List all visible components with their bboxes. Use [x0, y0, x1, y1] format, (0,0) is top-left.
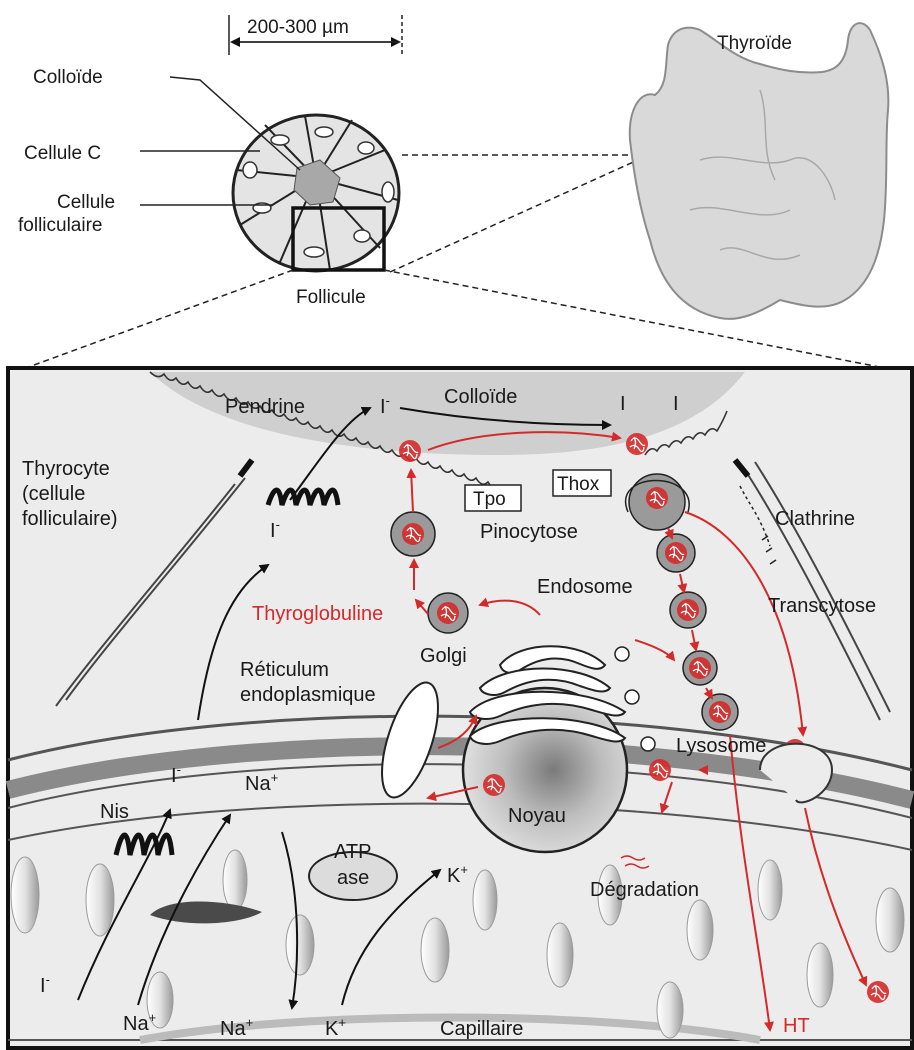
follicular-cell-label-1: Cellule	[57, 192, 115, 213]
iodine-left-label: I	[620, 393, 626, 415]
tpo-label: Tpo	[473, 489, 506, 510]
c-cell-label: Cellule C	[24, 143, 101, 164]
capillaire-label: Capillaire	[440, 1018, 523, 1040]
degradation-label: Dégradation	[590, 879, 699, 901]
thyrocyte-label-1: Thyrocyte	[22, 458, 110, 480]
reticulum-label-2: endoplasmique	[240, 684, 376, 706]
lysosome-label: Lysosome	[676, 735, 766, 757]
follicle-label: Follicule	[296, 287, 366, 308]
ht-label: HT	[783, 1015, 810, 1037]
thyroglobuline-label: Thyroglobuline	[252, 603, 383, 625]
pinocytose-label: Pinocytose	[480, 521, 578, 543]
iodine-right-label: I	[673, 393, 679, 415]
atpase-label-1: ATP	[334, 841, 371, 863]
colloid-label-top: Colloïde	[33, 67, 103, 88]
thyrocyte-label-2: (cellule	[22, 483, 85, 505]
thyroid-gland	[630, 23, 889, 319]
endosome-label: Endosome	[537, 576, 633, 598]
scale-bar-label: 200-300 µm	[247, 17, 349, 38]
reticulum-label-1: Réticulum	[240, 659, 329, 681]
noyau-label: Noyau	[508, 805, 566, 827]
follicle-leaders	[140, 77, 660, 272]
nis-label: Nis	[100, 801, 129, 823]
pendrine-label: Pendrine	[225, 396, 305, 418]
follicular-cell-label-2: folliculaire	[18, 215, 102, 236]
follicle-drawing	[233, 115, 399, 271]
thyroid-label: Thyroïde	[717, 33, 792, 54]
golgi-label: Golgi	[420, 645, 467, 667]
colloid-label: Colloïde	[444, 386, 517, 408]
transcytose-label: Transcytose	[768, 595, 876, 617]
thox-label: Thox	[557, 474, 600, 495]
clathrine-label: Clathrine	[775, 508, 855, 530]
scale-bar: 200-300 µm	[229, 15, 402, 55]
atpase-label-2: ase	[337, 867, 369, 889]
cell-panel	[8, 368, 912, 1048]
thyrocyte-label-3: folliculaire)	[22, 508, 118, 530]
